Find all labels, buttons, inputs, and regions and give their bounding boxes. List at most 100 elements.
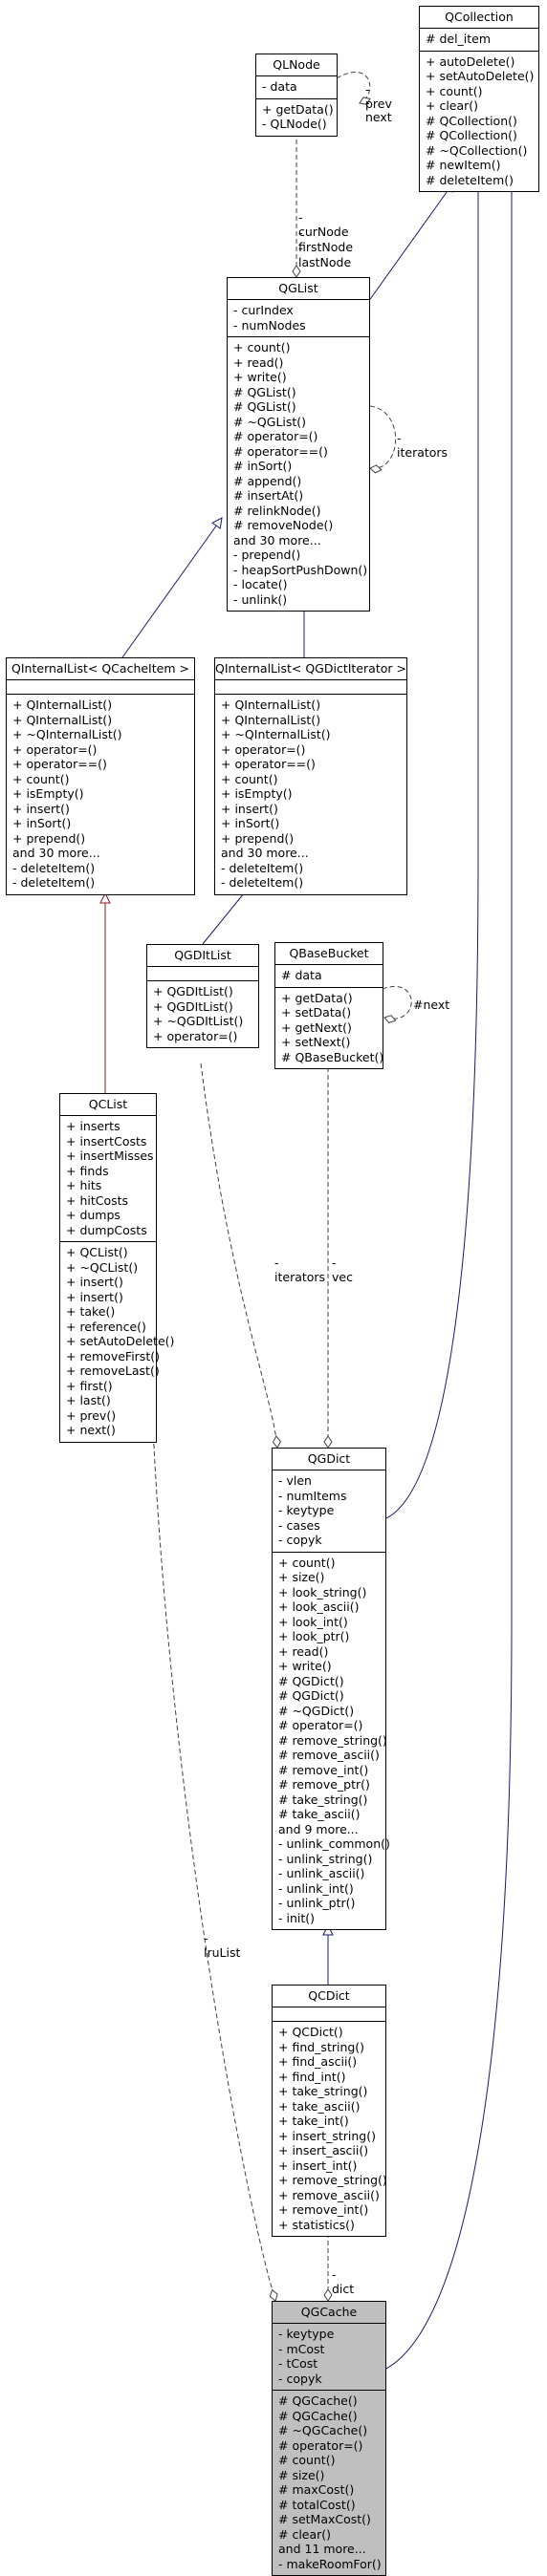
- attribute-row: - tCost: [278, 2356, 318, 2371]
- method-row: - unlink_ascii(): [278, 1866, 365, 1880]
- class-box-qglist[interactable]: QGList- curIndex- numNodes+ count()+ rea…: [227, 277, 370, 612]
- method-row: + operator=(): [221, 741, 306, 757]
- method-row: + size(): [278, 1570, 325, 1584]
- method-row: + statistics(): [278, 2217, 355, 2232]
- method-row: # operator=(): [278, 1718, 363, 1732]
- method-row: - locate(): [233, 577, 288, 591]
- attributes-section: [7, 680, 194, 695]
- method-row: + insert_int(): [278, 2157, 358, 2173]
- edge-label-iterators-dict: -iterators: [274, 1256, 326, 1284]
- method-row: + insert_ascii(): [278, 2143, 369, 2157]
- class-box-qlnode[interactable]: QLNode - data + getData()- QLNode(): [255, 54, 338, 137]
- method-row: + take_int(): [278, 2114, 349, 2128]
- method-row: + remove_ascii(): [278, 2187, 380, 2202]
- methods-section: + getData()- QLNode(): [256, 99, 337, 136]
- method-row: - unlink_ptr(): [278, 1896, 356, 1910]
- class-box-qcdict[interactable]: QCDict+ QCDict()+ find_string()+ find_as…: [272, 1985, 387, 2237]
- attribute-row: # data: [281, 968, 322, 982]
- methods-section: + QCList()+ ~QCList()+ insert()+ insert(…: [60, 1242, 175, 1442]
- method-row: + insert(): [221, 801, 278, 816]
- class-box-qclist[interactable]: QCList+ inserts+ insertCosts+ insertMiss…: [59, 1093, 175, 1443]
- method-row: + look_ascii(): [278, 1599, 360, 1614]
- method-row: # QGList(): [233, 384, 296, 399]
- attribute-row: + insertMisses: [66, 1148, 154, 1163]
- class-box-qgditlist[interactable]: QGDItList + QGDItList()+ QGDItList()+ ~QG…: [146, 944, 259, 1048]
- method-row: # count(): [278, 2453, 336, 2467]
- attribute-row: - vlen: [278, 1473, 312, 1488]
- method-row: # inSort(): [233, 459, 293, 473]
- class-box-qinternallist-cacheitem[interactable]: QInternalList< QCacheItem >+ QInternalLi…: [6, 657, 195, 895]
- method-row: + last(): [66, 1393, 111, 1407]
- method-row: + count(): [426, 83, 483, 98]
- method-row: # deleteItem(): [426, 172, 514, 187]
- method-row: # relinkNode(): [233, 503, 321, 518]
- method-row: + prepend(): [12, 830, 86, 846]
- class-box-qgcache[interactable]: QGCache- keytype- mCost- tCost- copyk# Q…: [272, 2301, 386, 2576]
- method-row: # QGDict(): [278, 1673, 344, 1688]
- attribute-row: + dumps: [66, 1208, 120, 1222]
- method-row: # ~QCollection(): [426, 142, 528, 158]
- class-name: QGList: [228, 278, 369, 300]
- method-row: # QGCache(): [278, 2408, 358, 2423]
- method-row: - unlink_common(): [278, 1836, 390, 1851]
- edge-qgditlist-to-qgdict: [200, 1063, 282, 1449]
- class-name: QInternalList< QGDictIterator >: [215, 658, 406, 680]
- class-name: QCList: [60, 1094, 156, 1116]
- attribute-row: + hitCosts: [66, 1192, 129, 1208]
- edge-label-vec: -vec: [332, 1256, 353, 1284]
- attribute-row: - data: [262, 79, 297, 94]
- attributes-section: # data: [275, 965, 383, 988]
- method-row: + QInternalList(): [12, 698, 113, 712]
- method-row: - deleteItem(): [221, 875, 304, 890]
- method-row: # clear(): [278, 2526, 332, 2542]
- method-row: and 11 more...: [278, 2542, 366, 2556]
- method-row: + ~QInternalList(): [12, 727, 122, 741]
- method-row: # ~QGCache(): [278, 2423, 368, 2437]
- method-row: + look_string(): [278, 1584, 367, 1599]
- class-name: QBaseBucket: [275, 943, 383, 965]
- edge-label-lastnode: -lastNode: [298, 241, 352, 269]
- method-row: and 30 more...: [221, 846, 309, 860]
- class-box-qcollection[interactable]: QCollection# del_item+ autoDelete()+ set…: [419, 6, 539, 192]
- attributes-section: - vlen- numItems- keytype- cases- copyk: [273, 1470, 385, 1553]
- methods-section: + QGDItList()+ QGDItList()+ ~QGDItList()…: [147, 981, 258, 1047]
- method-row: + take_string(): [278, 2084, 368, 2098]
- edge-qgdict-to-qcollection: [383, 182, 478, 1520]
- method-row: + read(): [278, 1643, 329, 1659]
- method-row: - prepend(): [233, 547, 301, 562]
- class-name: QGDItList: [147, 945, 258, 967]
- class-box-qgdict[interactable]: QGDict- vlen- numItems- keytype- cases- …: [272, 1448, 390, 1930]
- edge-label-dict: -dict: [332, 2267, 355, 2296]
- method-row: + inSort(): [221, 816, 280, 830]
- edge-qglist-self: [369, 405, 397, 474]
- attribute-row: + inserts: [66, 1119, 120, 1133]
- method-row: + setAutoDelete(): [66, 1334, 175, 1348]
- method-row: + removeFirst(): [66, 1348, 160, 1363]
- method-row: + look_ptr(): [278, 1629, 350, 1643]
- edge-qclist-to-qgcache: [152, 1428, 278, 2302]
- edge-qglist-to-qcollection: [367, 182, 454, 303]
- attribute-row: + finds: [66, 1163, 109, 1178]
- method-row: + setData(): [281, 1005, 352, 1020]
- method-row: + QCDict(): [278, 2025, 343, 2039]
- method-row: + ~QCList(): [66, 1259, 139, 1275]
- class-box-qinternallist-qgdictiterator[interactable]: QInternalList< QGDictIterator >+ QIntern…: [214, 657, 407, 895]
- method-row: + insert_string(): [278, 2128, 376, 2143]
- method-row: # insertAt(): [233, 488, 304, 503]
- methods-section: + getData()+ setData()+ getNext()+ setNe…: [275, 988, 383, 1069]
- class-box-qbasebucket[interactable]: QBaseBucket # data + getData()+ setData()+…: [274, 942, 383, 1069]
- method-row: - deleteItem(): [221, 860, 304, 875]
- class-name: QCDict: [273, 1986, 385, 2007]
- method-row: + operator==(): [12, 757, 107, 771]
- method-row: + inSort(): [12, 816, 72, 830]
- attributes-section: - data: [256, 76, 337, 99]
- method-row: # remove_int(): [278, 1762, 369, 1777]
- attribute-row: - cases: [278, 1517, 320, 1533]
- class-name: QLNode: [256, 54, 337, 76]
- method-row: and 30 more...: [233, 532, 321, 547]
- attribute-row: + dumpCosts: [66, 1222, 147, 1237]
- method-row: # ~QGDict(): [278, 1703, 355, 1718]
- method-row: # append(): [233, 473, 302, 488]
- method-row: + insert(): [66, 1275, 123, 1289]
- method-row: # size(): [278, 2467, 325, 2482]
